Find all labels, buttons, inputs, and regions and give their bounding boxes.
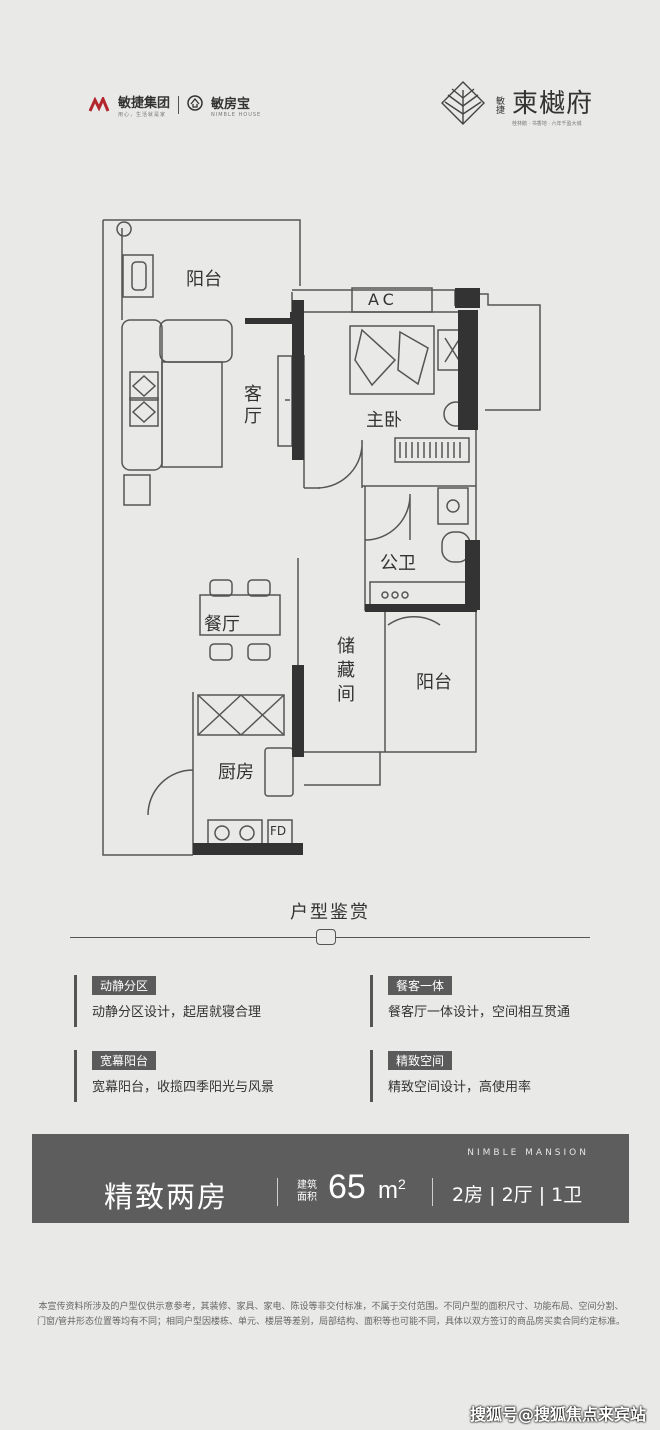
app-sub: NIMBLE HOUSE — [211, 111, 262, 118]
group-name: 敏捷集团 — [118, 96, 171, 111]
feature-desc: 动静分区设计，起居就寝合理 — [92, 1005, 262, 1020]
fd-label: FD — [270, 824, 287, 838]
room-bathroom: 公卫 — [380, 553, 416, 574]
ac-unit-label: AC — [368, 290, 398, 309]
feature-desc: 餐客厅一体设计，空间相互贯通 — [388, 1005, 571, 1020]
feature-item: 精致空间 精致空间设计，高使用率 — [370, 1050, 628, 1102]
room-balcony-top: 阳台 — [186, 269, 222, 290]
feature-bar — [74, 975, 77, 1027]
feature-tag: 餐客一体 — [388, 976, 453, 995]
feature-bar — [370, 1050, 373, 1102]
room-balcony-right: 阳台 — [416, 672, 452, 693]
feature-bar — [370, 975, 373, 1027]
area-label: 建筑面积 — [297, 1180, 317, 1203]
unit-banner: NIMBLE MANSION 精致两房 建筑面积 65 m2 2房 | 2厅 |… — [32, 1134, 629, 1223]
floor-plan: 阳台 客厅 主卧 AC 公卫 餐厅 储藏间 阳台 厨房 FD — [102, 219, 541, 856]
unit-type-title: 精致两房 — [104, 1180, 229, 1214]
project-subtitle: 桂林鹅 · 书香地 · 六年千盈大城 — [512, 121, 582, 127]
group-slogan: 用心，生活就是家 — [118, 112, 167, 118]
disclaimer-text: 本宣传资料所涉及的户型仅供示意参考，其装修、家具、家电、陈设等非交付标准，不属于… — [36, 1302, 626, 1327]
room-storage: 储藏间 — [334, 636, 355, 708]
project-logo: 敏捷 柬樾府 桂林鹅 · 书香地 · 六年千盈大城 — [440, 80, 593, 130]
app-name: 敏房宝 — [211, 96, 251, 112]
project-title-block: 柬樾府 桂林鹅 · 书香地 · 六年千盈大城 — [512, 83, 593, 127]
app-brand: 敏房宝 NIMBLE HOUSE — [211, 93, 261, 118]
developer-logo-icon — [88, 95, 110, 113]
project-prefix: 敏捷 — [494, 96, 504, 114]
watermark: 搜狐号@搜狐焦点来宾站 — [469, 1405, 646, 1424]
project-name: 柬樾府 — [512, 89, 594, 119]
area-unit: m2 — [378, 1176, 406, 1204]
feature-tag: 宽幕阳台 — [92, 1051, 157, 1070]
ornament-icon — [316, 929, 336, 945]
room-master-bedroom: 主卧 — [366, 410, 402, 431]
room-living: 客厅 — [241, 384, 262, 428]
feature-tag: 动静分区 — [92, 976, 157, 995]
app-logo-icon — [187, 95, 203, 115]
feature-item: 动静分区 动静分区设计，起居就寝合理 — [74, 975, 332, 1027]
developer-logos: 敏捷集团 用心，生活就是家 敏房宝 NIMBLE HOUSE — [88, 92, 261, 118]
feature-desc: 精致空间设计，高使用率 — [388, 1080, 532, 1095]
leaf-emblem-icon — [440, 80, 486, 130]
floor-plan-drawing — [102, 219, 541, 856]
banner-divider — [277, 1178, 278, 1206]
banner-english-name: NIMBLE MANSION — [467, 1148, 589, 1158]
developer-brand: 敏捷集团 用心，生活就是家 — [118, 92, 170, 118]
section-title: 户型鉴赏 — [290, 902, 370, 923]
banner-divider — [432, 1178, 433, 1206]
feature-item: 宽幕阳台 宽幕阳台，收揽四季阳光与风景 — [74, 1050, 332, 1102]
brand-divider — [178, 96, 180, 114]
room-kitchen: 厨房 — [218, 762, 254, 783]
area-value: 65 — [328, 1168, 366, 1206]
feature-item: 餐客一体 餐客厅一体设计，空间相互贯通 — [370, 975, 628, 1027]
room-dining: 餐厅 — [204, 614, 240, 635]
room-count: 2房 | 2厅 | 1卫 — [452, 1184, 583, 1206]
feature-desc: 宽幕阳台，收揽四季阳光与风景 — [92, 1080, 275, 1095]
feature-tag: 精致空间 — [388, 1051, 453, 1070]
feature-bar — [74, 1050, 77, 1102]
